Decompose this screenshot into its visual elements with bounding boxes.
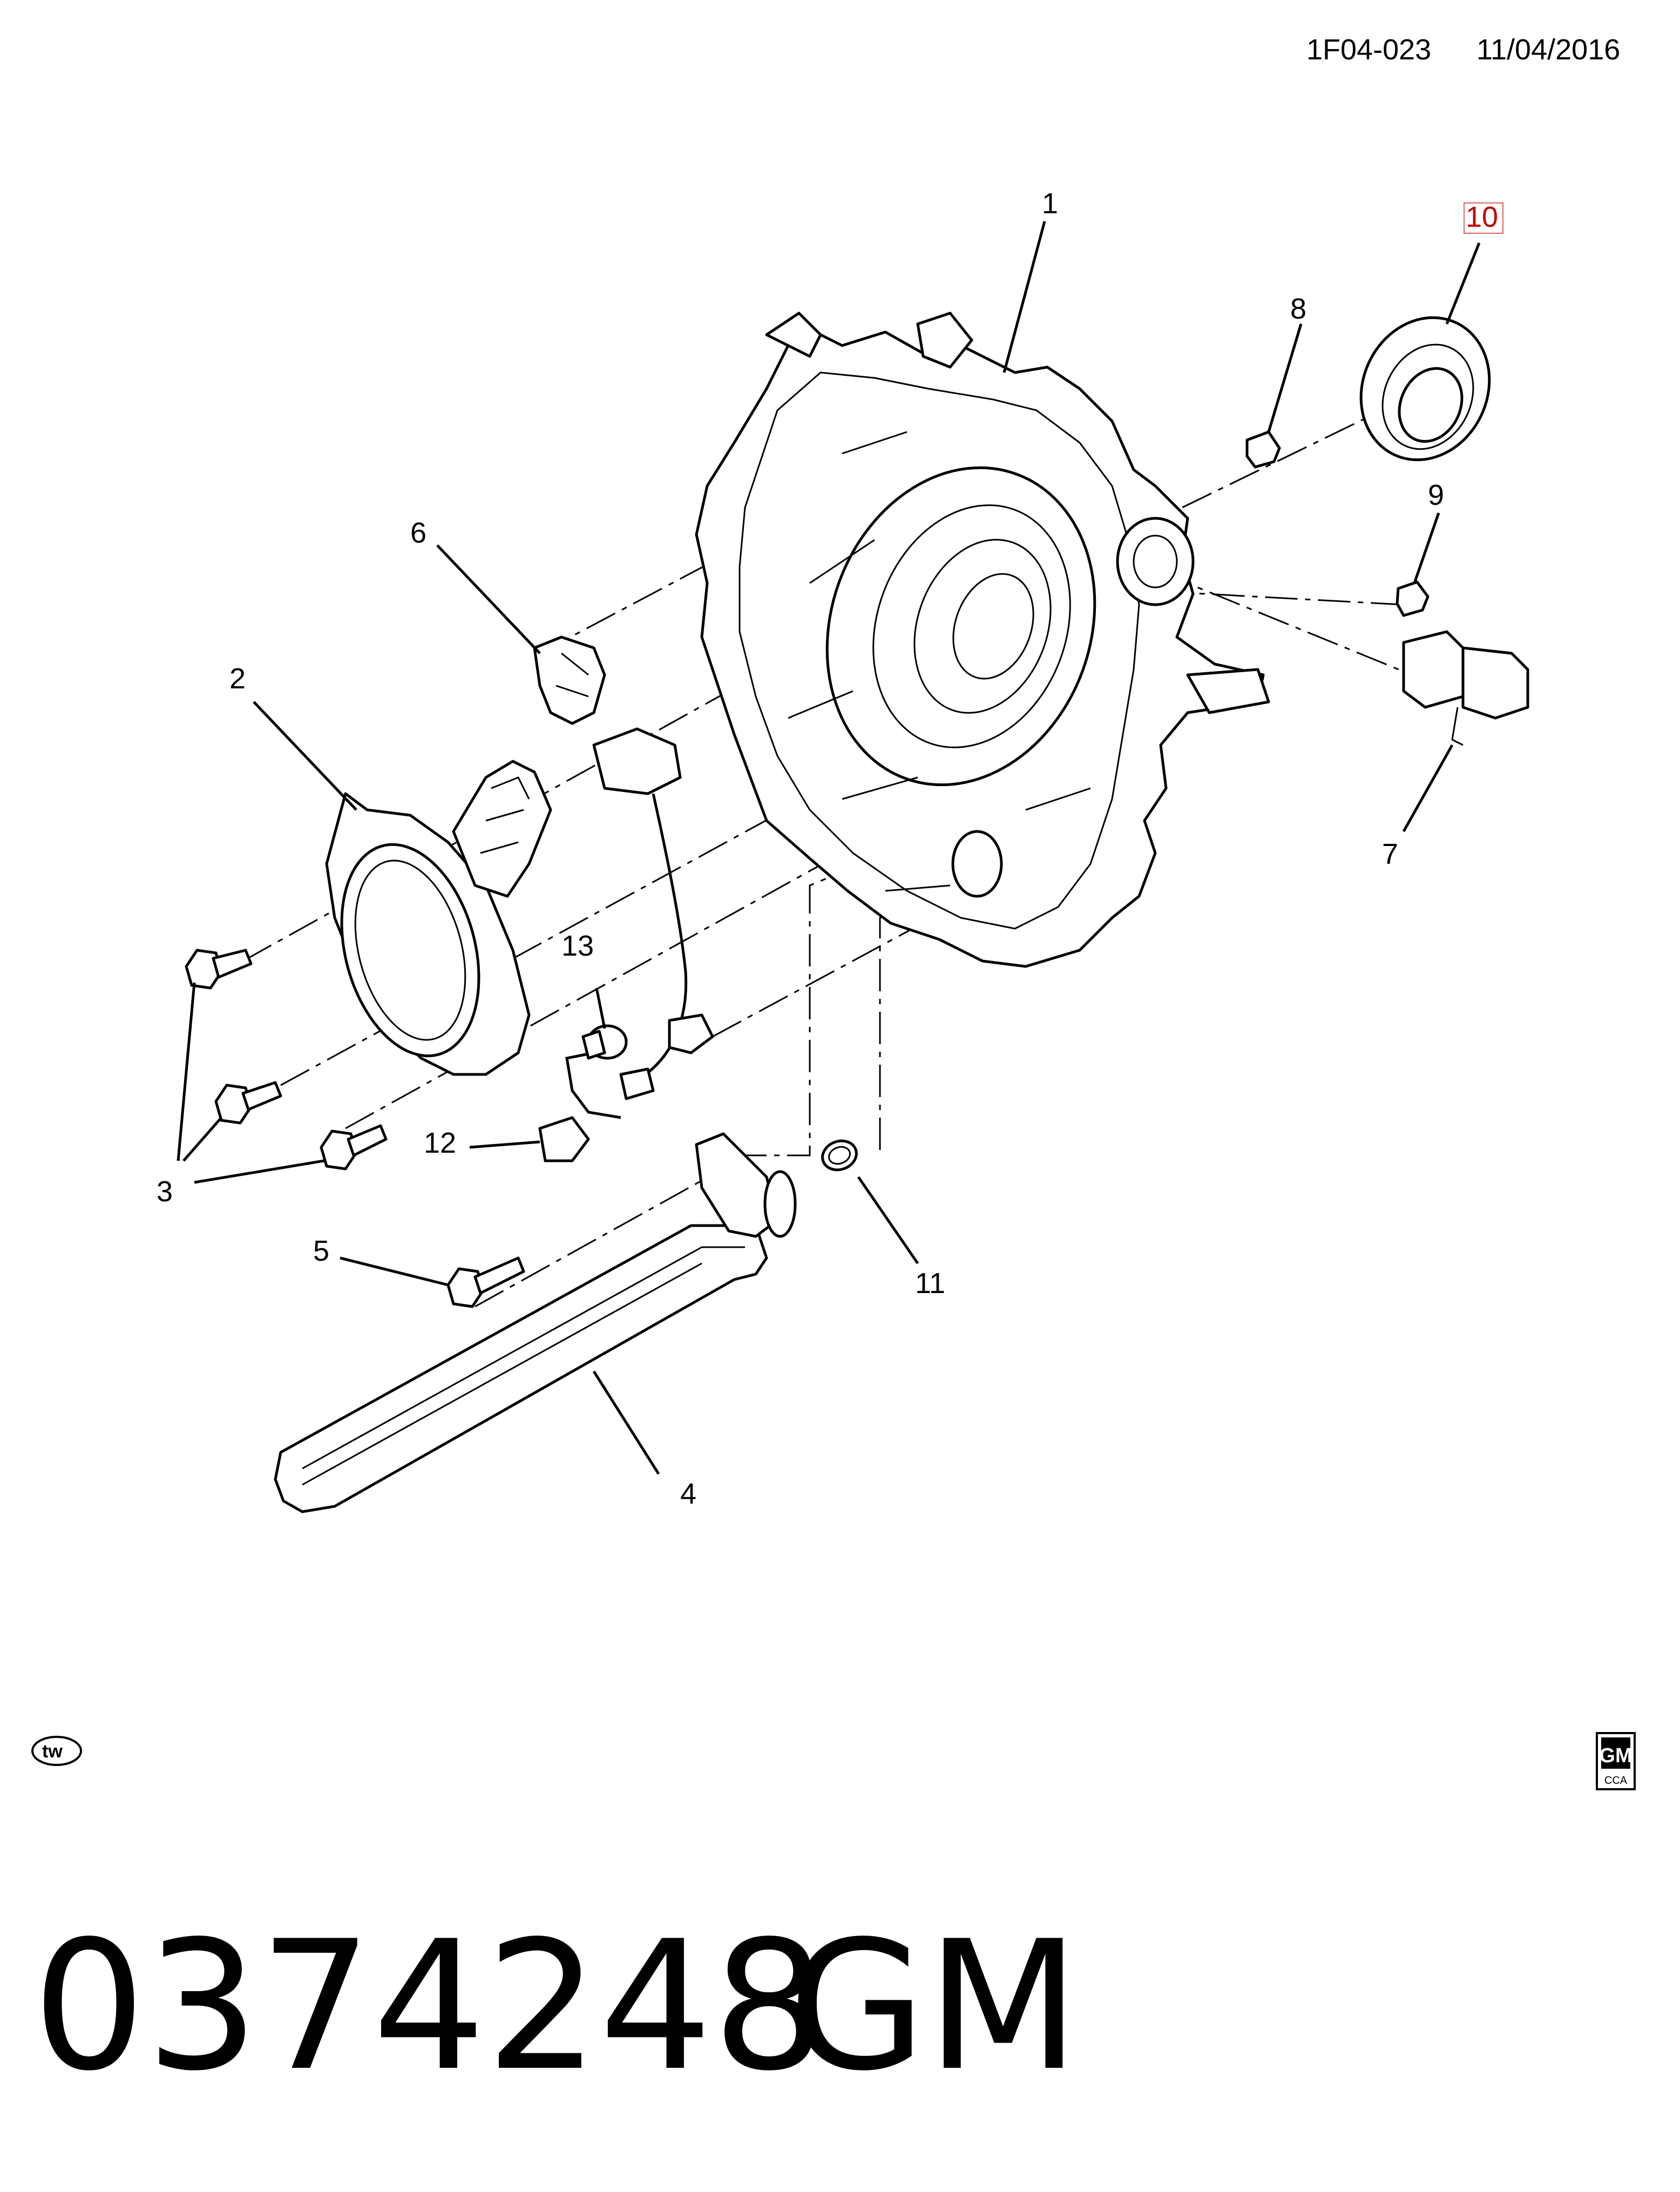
part-12-connector [538, 1116, 590, 1162]
gm-logo-text: GM [1599, 1744, 1632, 1767]
brand-name: GM [788, 1903, 1080, 2110]
part-10-seal [1359, 316, 1491, 462]
part-number: 0374248 [32, 1903, 826, 2110]
callout-labels: 1 2 3 4 5 6 7 8 9 10 11 12 13 [157, 187, 1503, 1510]
tw-mark: tw [31, 1736, 82, 1766]
part-9-plug [1396, 580, 1430, 617]
part-7-sensor [1402, 630, 1529, 746]
part-5-bolt [446, 1256, 525, 1308]
callout-4: 4 [680, 1478, 696, 1510]
callout-11: 11 [915, 1267, 945, 1300]
callout-8: 8 [1290, 293, 1306, 325]
callout-3: 3 [157, 1175, 173, 1208]
part-1-housing [695, 312, 1270, 968]
callout-1: 1 [1042, 187, 1058, 220]
callout-5: 5 [313, 1235, 329, 1267]
callout-6: 6 [410, 517, 426, 549]
callout-13: 13 [561, 930, 594, 962]
callout-7: 7 [1382, 838, 1398, 870]
part-2-ring-assembly [325, 760, 552, 1076]
leader-lines [177, 221, 1481, 1475]
callout-9: 9 [1428, 479, 1444, 511]
wire-harness [565, 727, 714, 1119]
tw-mark-text: tw [42, 1741, 63, 1762]
callout-10: 10 [1466, 201, 1498, 233]
callout-2: 2 [229, 662, 246, 695]
part-6-sensor-clip [533, 635, 606, 725]
part-11-o-ring [821, 1139, 858, 1172]
part-4-filter [274, 1132, 797, 1513]
illustration-code: 1F04-023 [1306, 33, 1431, 66]
gm-logo-subtext: CCA [1604, 1775, 1628, 1787]
part-3-bolts [185, 949, 388, 1171]
callout-10-highlight-box [1464, 202, 1503, 234]
part-8-plug [1245, 430, 1281, 469]
part-13-clip [581, 1024, 628, 1060]
callout-12: 12 [424, 1127, 456, 1159]
gm-cca-logo: GM CCA [1596, 1732, 1636, 1790]
illustration-date: 11/04/2016 [1476, 33, 1620, 66]
